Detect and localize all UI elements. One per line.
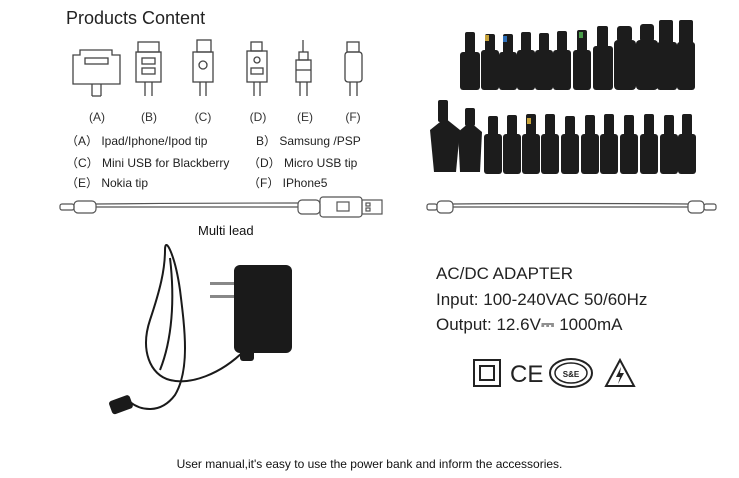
ce-mark-text: CE xyxy=(510,361,543,388)
micro-usb-connector-icon xyxy=(246,41,268,96)
lightning-connector-icon xyxy=(344,41,363,96)
tip-desc-c: （C） Mini USB for Blackberry xyxy=(66,156,230,170)
tip-letter-e: (E) xyxy=(297,110,313,124)
tip-desc-d: （D） Micro USB tip xyxy=(248,156,358,170)
tip-desc-b: B） Samsung /PSP xyxy=(256,134,361,148)
adapter-spec-input: Input: 100-240VAC 50/60Hz xyxy=(436,290,648,309)
adapter-spec-output: Output: 12.6V⎓ 1000mA xyxy=(436,315,623,334)
multi-lead-label: Multi lead xyxy=(198,223,254,238)
tip-letter-c: (C) xyxy=(194,110,212,124)
nokia-pin-connector-icon xyxy=(295,40,312,96)
tip-desc-e: （E） Nokia tip xyxy=(66,176,149,190)
footer-caption: User manual,it's easy to use the power b… xyxy=(176,457,563,471)
tip-desc-a: （A） Ipad/Iphone/Ipod tip xyxy=(66,134,208,148)
adapter-spec-title: AC/DC ADAPTER xyxy=(436,264,573,283)
tip-letter-a: (A) xyxy=(89,110,105,124)
tip-desc-f: （F） IPhone5 xyxy=(248,176,328,190)
mini-usb-connector-icon xyxy=(192,39,214,96)
tip-letter-f: (F) xyxy=(345,110,361,124)
double-insulation-icon xyxy=(473,359,501,387)
page-title: Products Content xyxy=(66,8,206,28)
ccc-mark-icon: S&E xyxy=(549,358,593,388)
laptop-tip-bottom-row xyxy=(430,100,696,174)
ce-mark-icon: CE xyxy=(510,361,543,388)
ccc-mark-sub: S&E xyxy=(563,370,580,379)
samsung-psp-connector-icon xyxy=(135,41,162,96)
tip-letter-d: (D) xyxy=(249,110,267,124)
high-voltage-warning-icon xyxy=(604,357,636,387)
tip-letter-b: (B) xyxy=(141,110,157,124)
laptop-tip-top-row xyxy=(460,20,695,90)
dock-connector-icon xyxy=(72,49,121,97)
